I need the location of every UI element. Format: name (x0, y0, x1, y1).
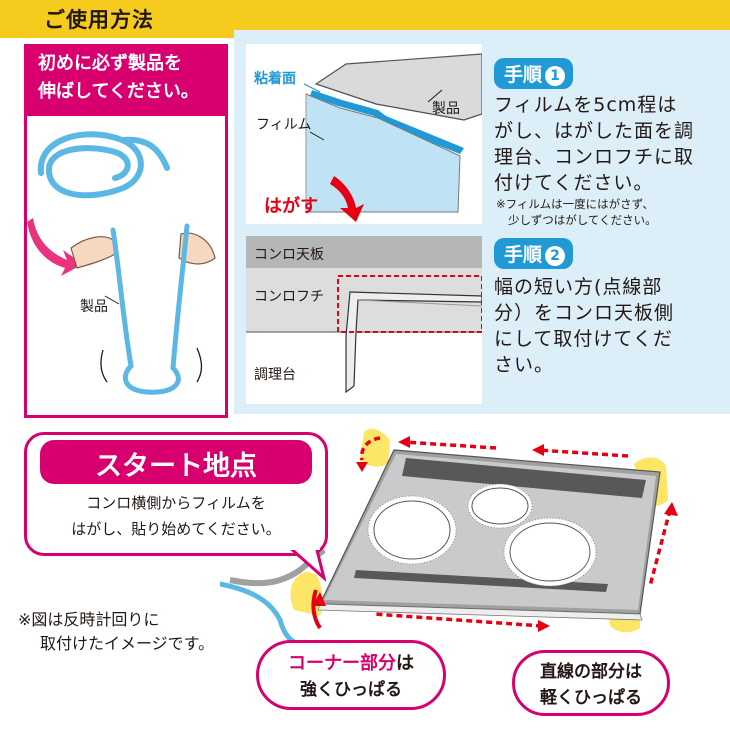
corner-tip-rest: は (396, 653, 414, 674)
adhesive-label: 粘着面 (254, 71, 296, 87)
start-title: スタート地点 (95, 451, 257, 482)
intro-product-label: 製品 (80, 299, 108, 315)
counter-label: 調理台 (254, 367, 296, 383)
stretch-illustration (27, 131, 216, 395)
step2-line-3: にして取付けてくだ (494, 328, 673, 350)
peel-arrow-icon (330, 176, 364, 222)
straight-tip-line-1: 直線の部分は (540, 662, 642, 682)
stove-illustration (220, 428, 678, 647)
step2-illustration (246, 236, 482, 404)
step2-line-1: 幅の短い方(点線部 (494, 276, 663, 298)
step1-illustration (303, 53, 482, 222)
arrow-heads (312, 436, 678, 632)
intro-line-2: 伸ばしてください。 (38, 81, 199, 102)
vent-grille (402, 458, 646, 498)
start-line-1: コンロ横側からフィルムを (86, 494, 266, 512)
step1-line-4: 付けてください。 (494, 172, 654, 194)
step1-badge-label: 手順 (504, 64, 543, 86)
step1-product-label: 製品 (432, 101, 460, 117)
step1-line-2: がし、はがした面を調 (494, 120, 695, 142)
straight-tip-pill: 直線の部分は 軽くひっぱる (512, 650, 670, 716)
step1-line-1: フィルムを5cm程は (494, 94, 678, 116)
page-title: ご使用方法 (44, 8, 154, 32)
rotation-note-line-2: 取付けたイメージです。 (40, 634, 215, 653)
corner-tip-line-1: コーナー部分は (259, 651, 443, 677)
step2-badge-label: 手順 (504, 244, 543, 266)
narrow-side-outline (337, 275, 482, 333)
start-line-2: はがし、貼り始めてください。 (71, 520, 281, 538)
step2-number: 2 (545, 246, 566, 266)
step2-line-2: 分）をコンロ天板側 (494, 302, 675, 324)
step1-text: フィルムを5cm程は がし、はがした面を調 理台、コンロフチに取 付けてください… (494, 92, 726, 196)
corner-tip-pill: コーナー部分は 強くひっぱる (256, 640, 446, 710)
step1-note-line-1: ※フィルムは一度にはがさず、 (496, 197, 654, 211)
corner-tip-strong: コーナー部分 (288, 653, 396, 674)
shake-lines-icon (100, 347, 203, 383)
stove-top-label: コンロ天板 (254, 247, 324, 263)
step1-line-3: 理台、コンロフチに取 (494, 146, 695, 168)
step1-note-line-2: 少しずつはがしてください。 (508, 213, 657, 227)
straight-tip-line-2: 軽くひっぱる (540, 688, 642, 708)
rotation-note: ※図は反時計回りに 取付けたイメージです。 (18, 608, 214, 656)
step1-number: 1 (545, 66, 566, 86)
intro-line-1: 初めに必ず製品を (38, 53, 182, 74)
product-tail-icon (229, 547, 326, 587)
stretched-product-icon (110, 223, 190, 395)
step2-line-4: さい。 (494, 354, 555, 376)
coiled-product-icon (37, 131, 170, 199)
step1-note: ※フィルムは一度にはがさず、 少しずつはがしてください。 (496, 196, 726, 228)
start-callout-header (40, 440, 312, 484)
start-description: コンロ横側からフィルムを はがし、貼り始めてください。 (36, 490, 316, 542)
curved-arrow-icon (27, 218, 83, 276)
stove-edge-label: コンロフチ (254, 289, 324, 305)
left-hand-icon (70, 236, 116, 269)
callout-pointer-icon (286, 546, 326, 582)
peel-label: はがす (264, 196, 318, 217)
step2-text: 幅の短い方(点線部 分）をコンロ天板側 にして取付けてくだ さい。 (494, 274, 726, 378)
direction-arrows-icon (359, 436, 672, 628)
control-bar (354, 570, 608, 592)
intro-text: 初めに必ず製品を 伸ばしてください。 (38, 50, 218, 106)
corner-tip-line-2: 強くひっぱる (300, 680, 402, 700)
film-label: フィルム (256, 117, 312, 133)
intro-header (24, 44, 228, 116)
rotation-note-line-1: ※図は反時計回りに (18, 610, 160, 629)
product-leader-line (104, 295, 120, 305)
